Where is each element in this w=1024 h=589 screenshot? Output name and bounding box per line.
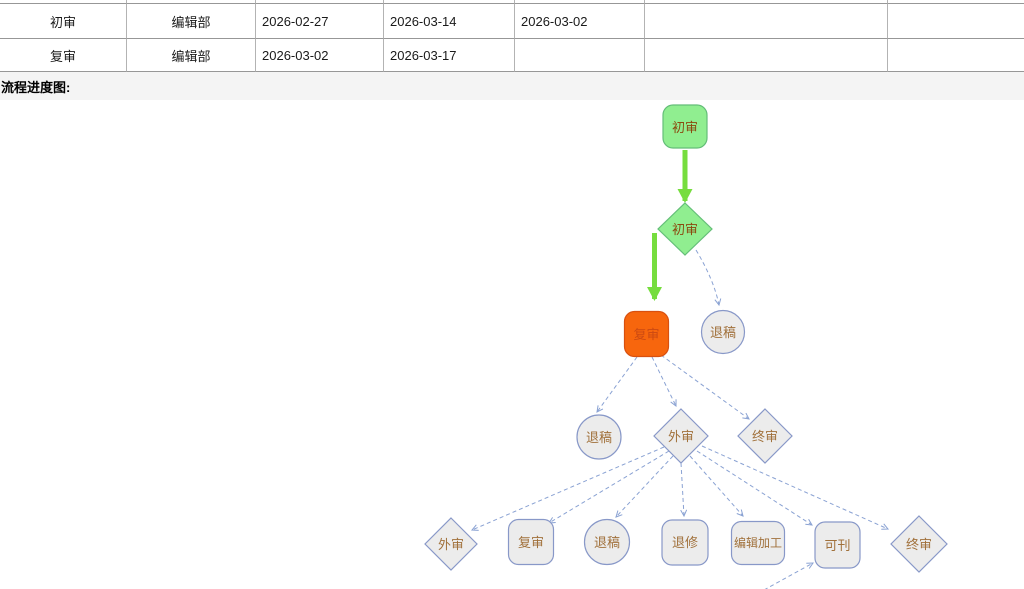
flow-node-zhongshen-1 [737,408,793,464]
flow-diagram-section-title: 流程进度图: [1,79,71,95]
table-cell-date: 2026-03-17 [384,39,515,72]
edge-decision-to-tuigao1 [695,249,722,307]
flow-node-tuigao-2 [576,414,622,460]
flow-edges [470,150,890,589]
edge-fushen-to-tuigao2 [596,356,638,413]
table-cell [645,0,888,4]
node-label: 初审 [672,222,698,237]
flow-node-zhongshen-2 [890,515,948,573]
node-label: 退稿 [586,430,612,445]
flow-nodes: 初审 初审 复审 退稿 退稿 外审 终审 外审 复审 退稿 退修 编辑加工 可刊… [424,104,948,573]
flow-node-kekan [814,521,861,569]
flow-node-tuigao-1 [700,309,746,355]
node-label: 可刊 [824,538,850,553]
flow-node-tuigao-3 [583,518,631,566]
node-label: 终审 [752,429,778,444]
flow-node-fushen-2 [507,518,555,566]
node-label: 退稿 [710,325,736,340]
table-cell [384,0,515,4]
node-label: 复审 [633,327,659,342]
table-cell-date [515,39,645,72]
table-cell [888,4,1024,39]
edge-waishen1-to-waishen2 [470,446,665,531]
table-cell [645,4,888,39]
flow-node-tuixiu [661,519,709,566]
table-cell [888,39,1024,72]
table-cell-date: 2026-03-14 [384,4,515,39]
table-cell [515,0,645,4]
flow-node-bianjijiagong [730,520,786,566]
flow-diagram-section-header: 流程进度图: [0,72,1024,100]
table-cell-stage: 初审 [0,4,127,39]
node-label: 终审 [906,537,932,552]
edge-below-to-kekan [764,562,814,589]
node-label: 外审 [668,429,694,444]
edge-fushen-to-zhongshen1 [660,354,750,420]
node-label: 初审 [672,120,698,135]
flow-node-waishen-1 [653,408,709,464]
edge-waishen1-to-tuixiu [680,462,688,518]
flow-node-decision-chushen [657,202,713,256]
edge-waishen1-to-kekan [696,450,813,526]
table-cell-dept: 编辑部 [127,4,256,39]
edge-fushen-to-waishen1 [651,356,677,408]
review-stage-table: 初审 编辑部 2026-02-27 2026-03-14 2026-03-02 … [0,0,1024,72]
table-cell-stage: 复审 [0,39,127,72]
node-label: 编辑加工 [734,535,782,550]
node-label: 退修 [672,535,698,550]
flow-node-waishen-2 [424,517,478,571]
edge-waishen1-to-zhongshen2 [701,445,890,530]
node-label: 退稿 [594,535,620,550]
table-cell-date: 2026-03-02 [256,39,384,72]
table-cell [256,0,384,4]
table-cell [0,0,127,4]
table-cell-date: 2026-02-27 [256,4,384,39]
node-label: 复审 [518,535,544,550]
flow-node-start-chushen [662,104,708,149]
table-cell [888,0,1024,4]
table-cell [127,0,256,4]
table-cell [645,39,888,72]
flow-node-current-fushen [623,310,670,358]
node-label: 外审 [438,537,464,552]
edge-waishen1-to-fushen2 [548,450,670,524]
edge-waishen1-to-bianjijiagong [689,455,744,517]
table-cell-dept: 编辑部 [127,39,256,72]
table-cell-date: 2026-03-02 [515,4,645,39]
